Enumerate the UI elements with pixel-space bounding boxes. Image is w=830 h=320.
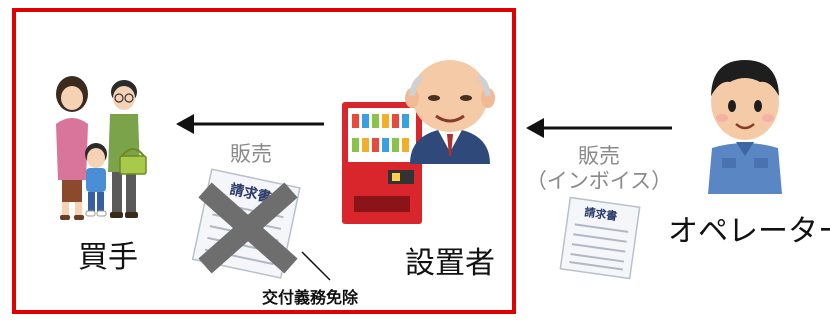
family-icon	[56, 76, 147, 220]
exemption-label: 交付義務免除	[262, 288, 359, 307]
exemption-pointer-line	[301, 251, 331, 281]
vending-machine-icon	[342, 102, 422, 224]
invoice-right-title: 請求書	[584, 205, 619, 223]
sale-arrow-right	[526, 118, 672, 138]
sale-arrow-left	[176, 114, 324, 134]
buyer-label: 買手	[78, 240, 138, 275]
buyer-installer-frame	[12, 8, 516, 314]
operator-label: オペレーター	[668, 214, 830, 249]
sale-label-right-line2: （インボイス）	[525, 169, 673, 194]
operator-worker-icon	[708, 60, 782, 194]
sale-label-left: 販売	[230, 142, 272, 166]
elderly-man-icon	[405, 60, 495, 164]
sale-label-right-line1: 販売	[578, 144, 620, 168]
sale-label-right: 販売 （インボイス）	[524, 144, 674, 194]
invoice-icon: 請求書	[559, 196, 641, 280]
invoice-crossed-icon: 請求書	[191, 168, 301, 279]
installer-label: 設置者	[405, 246, 495, 281]
